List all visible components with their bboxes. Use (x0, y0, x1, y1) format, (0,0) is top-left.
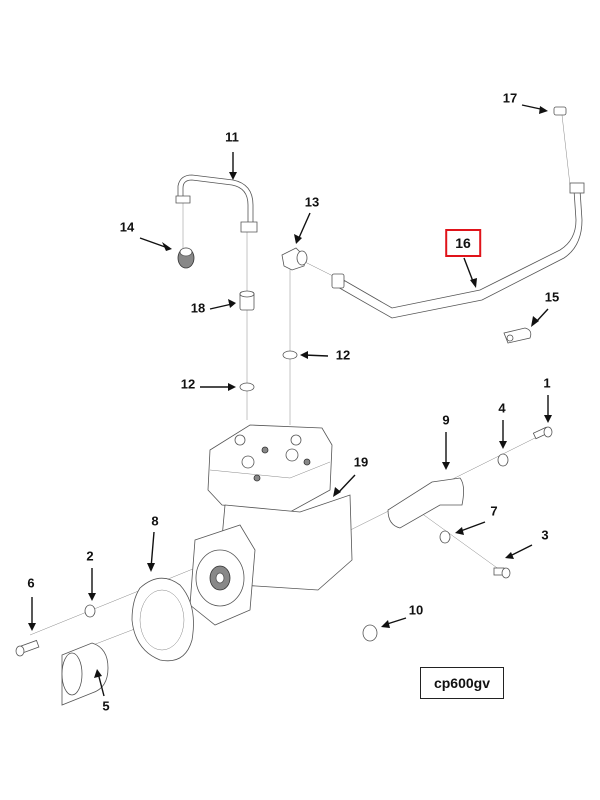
callout-5[interactable]: 5 (102, 698, 110, 714)
callout-6[interactable]: 6 (27, 575, 35, 591)
part-12-o-ring-a[interactable] (239, 382, 255, 392)
callout-2[interactable]: 2 (86, 548, 94, 564)
callout-19[interactable]: 19 (353, 454, 369, 470)
part-15-clamp[interactable] (503, 327, 532, 344)
part-16-tube[interactable] (331, 182, 585, 319)
part-18-connector[interactable] (239, 290, 255, 311)
callout-14[interactable]: 14 (119, 219, 135, 235)
part-5-sleeve[interactable] (61, 642, 109, 706)
part-1-bolt[interactable] (532, 426, 553, 440)
callout-7[interactable]: 7 (490, 503, 498, 519)
callout-9[interactable]: 9 (442, 412, 450, 428)
callout-12-upper[interactable]: 12 (335, 347, 351, 363)
callout-8[interactable]: 8 (151, 513, 159, 529)
part-17-cap[interactable] (553, 106, 567, 116)
leader-arrows (28, 104, 552, 697)
part-3-bolt[interactable] (493, 567, 511, 579)
callout-12-lower[interactable]: 12 (180, 376, 196, 392)
callout-15[interactable]: 15 (544, 289, 560, 305)
part-8-gasket[interactable] (131, 577, 194, 662)
part-9-bracket[interactable] (387, 477, 464, 529)
part-19-compressor[interactable] (189, 424, 353, 626)
part-2-washer[interactable] (84, 604, 96, 618)
part-12-o-ring-b[interactable] (282, 350, 298, 360)
part-14-plug[interactable] (177, 247, 195, 269)
part-11-tube[interactable] (175, 174, 258, 233)
diagram-code-label: cp600gv (420, 667, 504, 699)
callout-4[interactable]: 4 (498, 400, 506, 416)
callout-10[interactable]: 10 (408, 602, 424, 618)
part-10-plug[interactable] (362, 624, 378, 642)
part-7-washer[interactable] (439, 530, 451, 544)
callout-13[interactable]: 13 (304, 194, 320, 210)
part-13-elbow[interactable] (281, 247, 308, 271)
callout-17[interactable]: 17 (502, 90, 518, 106)
callout-18[interactable]: 18 (190, 300, 206, 316)
callout-16-highlighted[interactable]: 16 (445, 229, 481, 257)
part-4-washer[interactable] (497, 453, 509, 467)
part-6-bolt[interactable] (15, 639, 40, 657)
callout-3[interactable]: 3 (541, 527, 549, 543)
callout-1[interactable]: 1 (543, 375, 551, 391)
callout-11[interactable]: 11 (225, 129, 239, 145)
